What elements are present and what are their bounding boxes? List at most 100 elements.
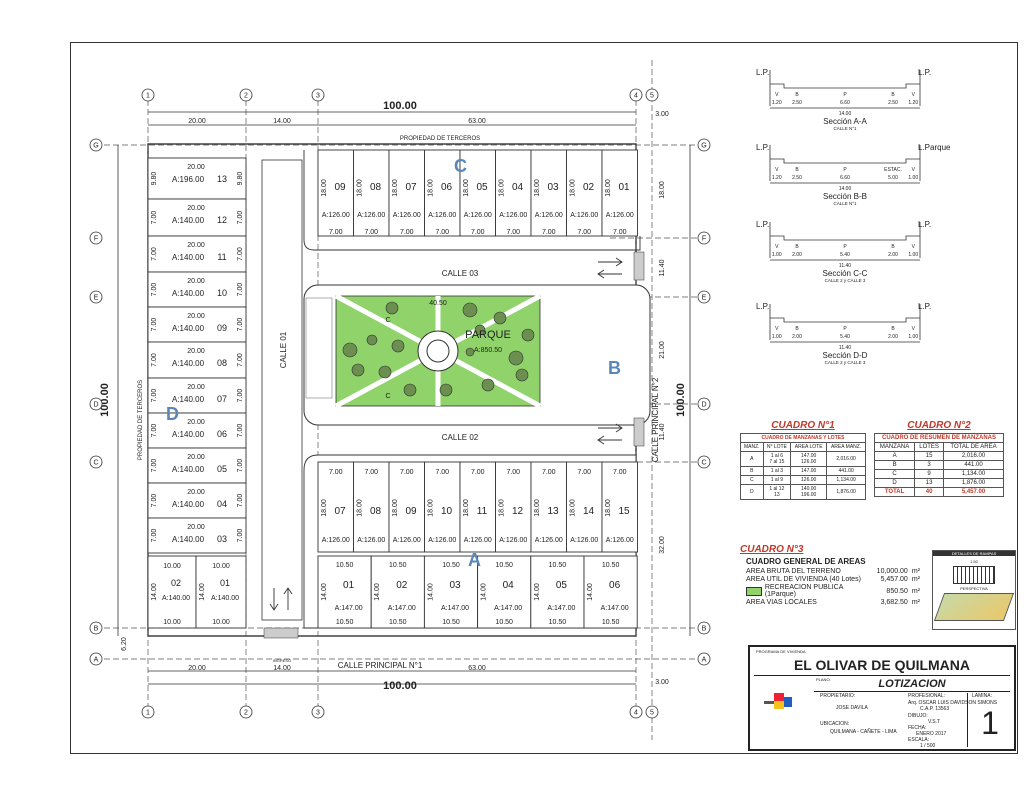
lot-d-area: A:140.00 [172,253,205,262]
section-left-label: L.P. [756,220,769,229]
sheet-number: 1 [967,693,1012,747]
lot-d-depth: 7.00 [151,494,158,508]
svg-text:E: E [94,295,99,302]
lot-d-number: 08 [217,358,227,368]
section-part: V [775,167,779,173]
lot-c-width: 7.00 [400,229,414,236]
lot-d-number: 11 [217,252,226,262]
table-cell: D [873,478,916,488]
grid-bubble-row-B: B [697,621,711,635]
lot-d-number: 06 [217,429,227,439]
section-dim: 2.50 [888,100,898,106]
park-trees [342,301,535,397]
calle-03-label: CALLE 03 [442,269,479,278]
grid-bubble-row-A: A [697,652,711,666]
lot-d-depth: 7.00 [151,318,158,332]
lot-a-depth: 18.00 [605,499,612,517]
park-block-c-label: C [385,317,390,324]
section-sub: CALLE 2 y CALLE 3 [825,360,866,365]
cuadro-3-unit: m² [911,587,921,595]
cuadro-3-unit: m² [911,576,920,583]
lot-c-number: 03 [547,182,559,193]
table-header: N° LOTE [762,442,792,452]
grid-bubble-col-2: 2 [239,88,253,102]
lot-a-depth: 18.00 [428,499,435,517]
lot-a-area: A:126.00 [464,537,492,544]
lot-d-depth: 7.00 [151,283,158,297]
lot-a-depth: 14.00 [321,583,328,601]
lot-d-area: A:140.00 [172,430,205,439]
lot-a-number: 01 [343,580,355,591]
section-dim: 1.00 [772,334,782,340]
calle-principal-1-label: CALLE PRINCIPAL N°1 [338,661,423,670]
lot-d-width: 20.00 [187,205,205,212]
lot-c-depth: 18.00 [428,179,435,197]
svg-text:3: 3 [316,93,320,100]
table-cell: 441.00 [943,460,1004,470]
grid-bubble-row-B: B [89,621,103,635]
lot-d-width: 10.00 [212,563,230,570]
section-dim: 2.00 [792,334,802,340]
lot-a-width: 10.50 [442,562,460,569]
lot-d-area: A:140.00 [172,324,205,333]
ubicacion-label: UBICACION: [820,721,850,727]
lot-d-width: 20.00 [187,384,205,391]
lot-d-width: 20.00 [187,313,205,320]
cuadro-3-title: CUADRO N°3 [740,544,804,555]
lot-d-depth-right: 7.00 [237,424,244,438]
section-left-label: L.P. [756,143,769,152]
svg-text:G: G [93,143,98,150]
table-cell: 13 [914,478,945,488]
section-part: P [843,167,847,173]
lot-d-depth: 7.00 [151,353,158,367]
table-header: AREA LOTE [790,442,828,452]
lot-a-number: 10 [441,506,453,517]
lot-d-area: A:140.00 [172,216,205,225]
grid-bubble-col-5: 5 [645,88,659,102]
plan-name: LOTIZACION [814,677,1010,692]
cuadro-3-unit: m² [911,568,920,575]
section-part: V [912,92,916,98]
lot-d-width: 20.00 [187,348,205,355]
section-total: 14.00 [839,111,852,117]
svg-text:4: 4 [634,710,638,717]
lot-d-depth-right: 7.00 [237,389,244,403]
dibujo-label: DIBUJO: [908,713,928,719]
lot-c-width: 7.00 [613,229,627,236]
lot-d-depth-right: 9.80 [237,172,244,186]
grid-bubble-col-1: 1 [141,88,155,102]
lot-c-width: 7.00 [577,229,591,236]
table-cell: 40 [914,487,945,497]
grid-bubble-row-C: C [697,455,711,469]
section-dim: 1.20 [772,100,782,106]
dim-right-1: 11.40 [659,259,666,276]
lot-a-depth: 14.00 [427,583,434,601]
program-label: PROGRAMA DE VIVIENDA [756,649,806,654]
table-cell: A [873,451,916,461]
section-part: V [775,326,779,332]
svg-text:4: 4 [634,93,638,100]
lot-d-depth-right: 7.00 [237,318,244,332]
section-sub: CALLE N°1 [833,126,857,131]
svg-text:1: 1 [146,710,150,717]
lot-c-depth: 18.00 [357,179,364,197]
lot-d-depth-right: 7.00 [237,211,244,225]
grid-bubble-col-3: 3 [311,705,325,719]
section-part: B [795,92,799,98]
table-cell: 1,134.00 [943,469,1004,479]
section-dim: 2.00 [888,252,898,258]
lot-d-area: A:140.00 [172,465,205,474]
